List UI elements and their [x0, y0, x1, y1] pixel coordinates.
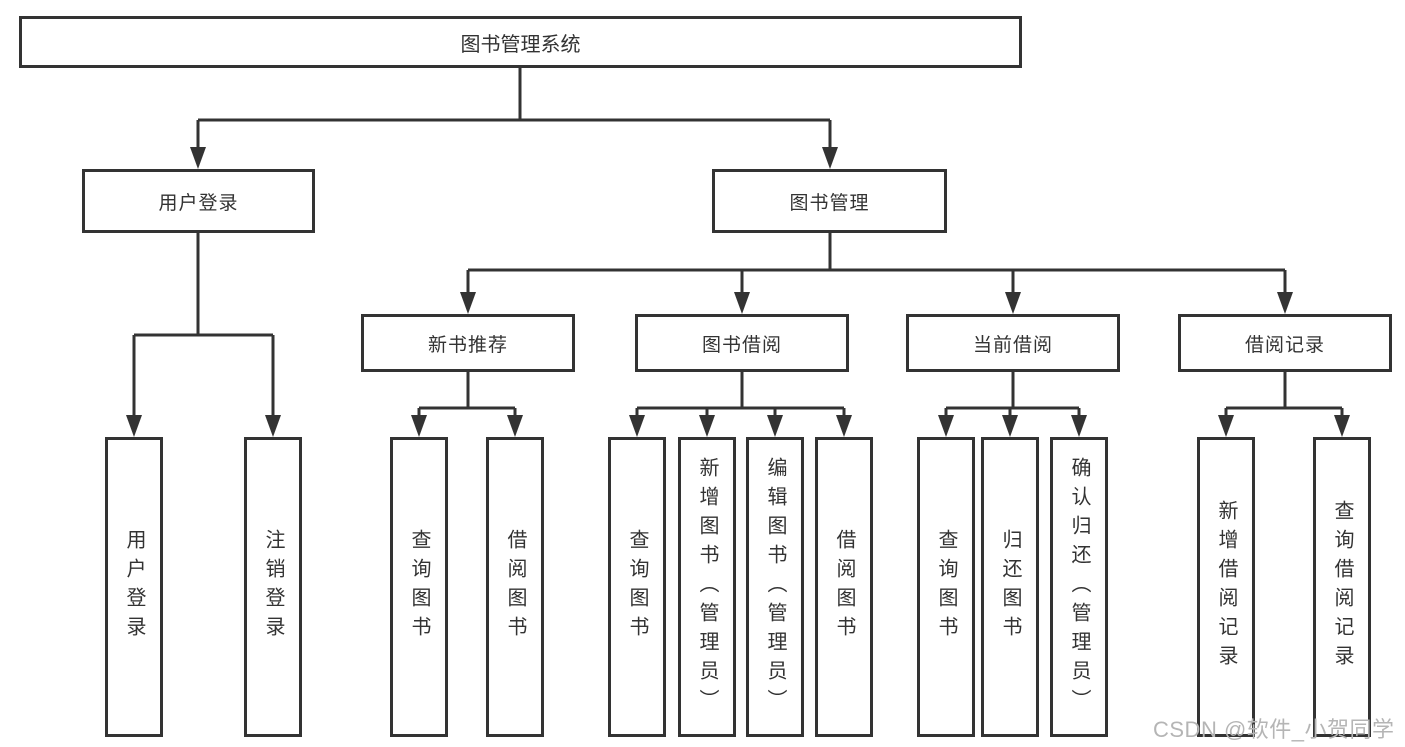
leaf-borrow-books: 借阅图书: [815, 437, 873, 737]
node-label: 归还图书: [999, 529, 1021, 645]
leaf-confirm-return-admin: 确认归还（管理员）: [1050, 437, 1108, 737]
leaf-add-borrow-record: 新增借阅记录: [1197, 437, 1255, 737]
node-label: 图书管理: [789, 192, 870, 214]
leaf-query-books-recommend: 查询图书: [390, 437, 448, 737]
leaf-user-login: 用户登录: [105, 437, 163, 737]
leaf-return-book: 归还图书: [981, 437, 1039, 737]
node-label: 用户登录: [158, 192, 239, 214]
node-label: 借阅记录: [1244, 334, 1325, 356]
leaf-query-books-borrow: 查询图书: [608, 437, 666, 737]
leaf-logout: 注销登录: [244, 437, 302, 737]
node-label: 编辑图书（管理员）: [764, 456, 786, 718]
leaf-add-book-admin: 新增图书（管理员）: [678, 437, 736, 737]
node-label: 查询图书: [626, 529, 648, 645]
node-label: 图书管理系统: [460, 33, 581, 56]
leaf-borrow-books-recommend: 借阅图书: [486, 437, 544, 737]
node-label: 当前借阅: [972, 334, 1053, 356]
node-root: 图书管理系统: [19, 16, 1022, 68]
node-user-login: 用户登录: [82, 169, 315, 233]
node-label: 查询图书: [408, 529, 430, 645]
node-current-borrow: 当前借阅: [906, 314, 1120, 372]
node-label: 新增借阅记录: [1215, 500, 1237, 674]
leaf-query-borrow-record: 查询借阅记录: [1313, 437, 1371, 737]
node-borrow-records: 借阅记录: [1178, 314, 1392, 372]
node-label: 用户登录: [123, 529, 145, 645]
node-label: 查询借阅记录: [1331, 500, 1353, 674]
node-label: 新增图书（管理员）: [696, 456, 718, 718]
csdn-watermark: CSDN @软件_小贺同学: [1153, 717, 1395, 742]
leaf-edit-book-admin: 编辑图书（管理员）: [746, 437, 804, 737]
node-label: 确认归还（管理员）: [1068, 456, 1090, 718]
node-label: 注销登录: [262, 529, 284, 645]
node-label: 图书借阅: [701, 334, 782, 356]
node-label: 查询图书: [935, 529, 957, 645]
node-label: 新书推荐: [427, 334, 508, 356]
node-new-book-recommend: 新书推荐: [361, 314, 575, 372]
node-book-borrow: 图书借阅: [635, 314, 849, 372]
leaf-query-books-current: 查询图书: [917, 437, 975, 737]
node-label: 借阅图书: [833, 529, 855, 645]
node-book-management: 图书管理: [712, 169, 947, 233]
node-label: 借阅图书: [504, 529, 526, 645]
